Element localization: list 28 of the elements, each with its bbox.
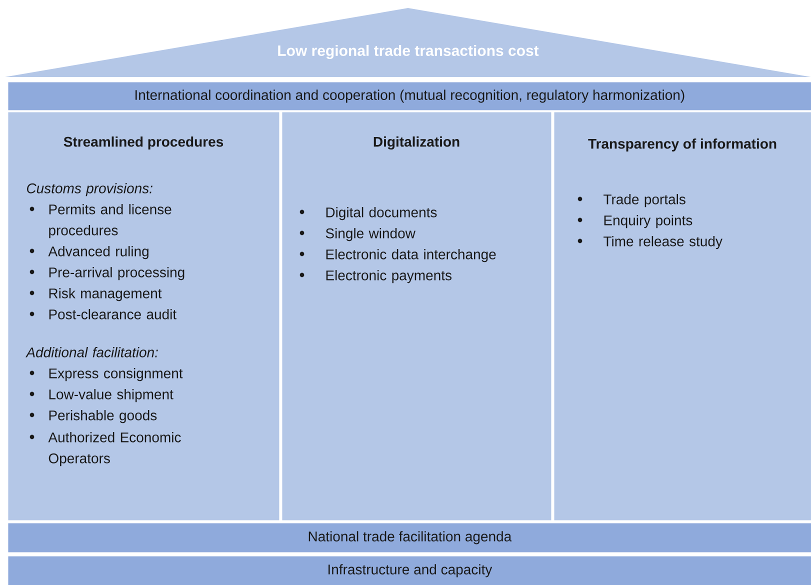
subheading: Customs provisions: bbox=[26, 183, 152, 196]
bullet-item: Trade portals bbox=[578, 194, 686, 208]
band-box: Infrastructure and capacity bbox=[8, 556, 811, 585]
bullet-item: Low-value shipment bbox=[30, 389, 174, 402]
band-box: National trade facilitation agenda bbox=[8, 523, 811, 552]
column-heading: Transparency of information bbox=[588, 138, 776, 152]
bullet-item: Express consignment bbox=[30, 368, 183, 382]
bullet-item: Digital documents bbox=[300, 207, 437, 220]
bullet-item: Electronic data interchange bbox=[300, 249, 496, 262]
bullet-item: Perishable goods bbox=[30, 410, 157, 424]
column-panel bbox=[554, 112, 811, 520]
column-panel bbox=[8, 112, 280, 520]
bullet-item: Single window bbox=[300, 228, 416, 242]
column-panel bbox=[282, 112, 552, 520]
column-heading: Digitalization bbox=[374, 136, 460, 150]
bullet-item: Post-clearance audit bbox=[30, 309, 176, 320]
column-heading: Streamlined procedures bbox=[64, 136, 224, 150]
bullet-item: Permits and license procedures bbox=[30, 204, 172, 238]
bullet-item: Electronic payments bbox=[300, 270, 452, 284]
bullet-item: Pre-arrival processing bbox=[30, 267, 184, 280]
bullet-item: Authorized Economic Operators bbox=[30, 432, 181, 466]
subheading: Additional facilitation: bbox=[26, 347, 158, 358]
bullet-item: Enquiry points bbox=[578, 215, 692, 228]
roof-triangle: Low regional trade transactions cost bbox=[5, 8, 811, 77]
bullet-item: Risk management bbox=[30, 288, 162, 302]
band-box: International coordination and cooperation (mutual recognition, regulatory harmonization) bbox=[8, 82, 811, 110]
bullet-item: Time release study bbox=[578, 236, 722, 250]
bullet-item: Advanced ruling bbox=[30, 246, 148, 260]
